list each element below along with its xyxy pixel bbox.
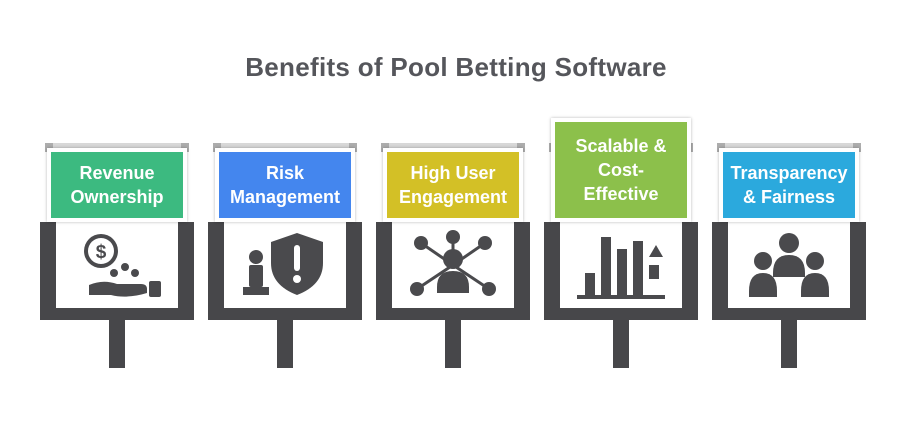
benefit-board-transparency-fairness: Transparency & Fairness [712,130,866,368]
benefit-sign-label: High User Engagement [398,163,508,207]
signboard-rail [213,143,357,152]
benefit-board-user-engagement: High User Engagement [376,130,530,368]
benefit-sign: Risk Management [215,148,355,222]
signboard-rail [381,143,525,152]
scalable-cost-effective-icon [571,229,671,301]
signboard-frame [376,222,530,320]
benefit-board-scalable-cost-effective: Scalable & Cost- Effective [544,118,698,368]
benefit-board-risk-management: Risk Management [208,130,362,368]
diagram-title: Benefits of Pool Betting Software [245,52,667,82]
benefit-sign-label: Risk Management [229,163,341,207]
signboard-post [445,320,461,368]
signboard-rail [45,143,189,152]
svg-text:$: $ [96,242,107,263]
benefit-sign-label: Revenue Ownership [70,163,164,207]
signboard-post [109,320,125,368]
signboard-frame [208,222,362,320]
risk-management-icon [235,229,335,301]
signboard-frame: $ [40,222,194,320]
benefit-boards-row: Revenue Ownership $ [40,118,866,368]
signboard-post [277,320,293,368]
signboard-rail [717,143,861,152]
transparency-fairness-icon [739,229,839,301]
benefit-sign-label: Scalable & Cost- Effective [575,136,667,204]
benefit-sign: Revenue Ownership [47,148,187,222]
benefit-board-revenue-ownership: Revenue Ownership $ [40,130,194,368]
signboard-post [613,320,629,368]
benefit-sign-label: Transparency & Fairness [730,163,848,207]
revenue-ownership-icon: $ [67,229,167,301]
signboard-post [781,320,797,368]
signboard-frame [712,222,866,320]
signboard-frame [544,222,698,320]
user-engagement-icon [403,229,503,301]
benefit-sign: High User Engagement [383,148,523,222]
benefit-sign: Transparency & Fairness [719,148,859,222]
benefit-sign: Scalable & Cost- Effective [551,118,691,222]
